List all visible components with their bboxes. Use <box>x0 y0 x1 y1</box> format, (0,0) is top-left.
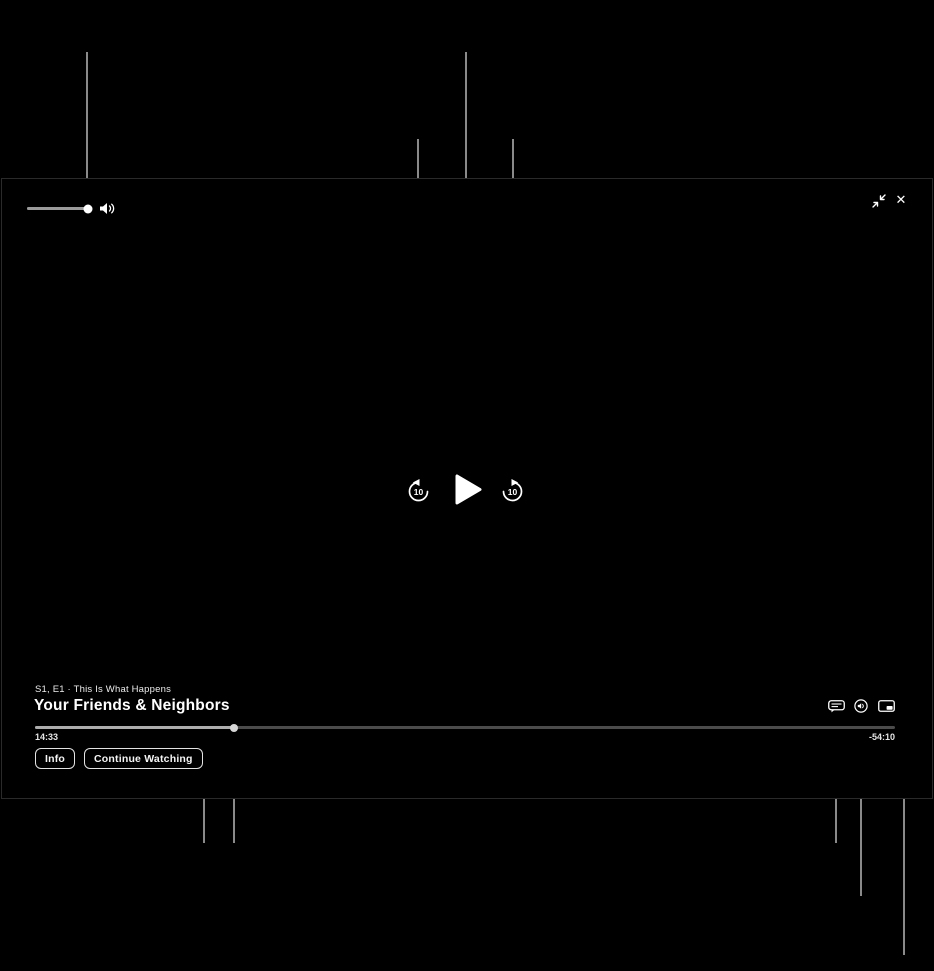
volume-fill <box>27 207 88 210</box>
skip-forward-10-button[interactable]: 10 <box>500 478 525 503</box>
show-title: Your Friends & Neighbors <box>34 697 230 714</box>
info-button[interactable]: Info <box>35 748 76 769</box>
volume-slider[interactable] <box>27 204 93 213</box>
elapsed-time: 14:33 <box>35 732 59 742</box>
callout-line-volume <box>86 52 88 204</box>
timeline-scrub-bar[interactable] <box>35 723 895 732</box>
volume-icon[interactable] <box>99 201 116 216</box>
skip-back-label: 10 <box>414 487 424 497</box>
volume-knob[interactable] <box>83 204 93 213</box>
skip-forward-label: 10 <box>508 487 518 497</box>
skip-back-10-button[interactable]: 10 <box>406 478 431 503</box>
exit-fullscreen-icon[interactable] <box>871 193 887 209</box>
subtitles-icon[interactable] <box>828 700 845 713</box>
remaining-time: -54:10 <box>868 732 895 742</box>
picture-in-picture-icon[interactable] <box>878 700 895 713</box>
timeline-played <box>35 726 234 729</box>
callout-line-pip <box>903 703 905 955</box>
close-icon[interactable]: ✕ <box>895 192 907 207</box>
play-button[interactable] <box>455 474 482 505</box>
episode-info: S1, E1 · This Is What Happens <box>35 684 172 695</box>
callout-line-audio <box>860 714 862 896</box>
continue-watching-button[interactable]: Continue Watching <box>84 748 203 769</box>
timeline-scrubber[interactable] <box>229 723 238 732</box>
audio-options-icon[interactable] <box>854 699 868 713</box>
